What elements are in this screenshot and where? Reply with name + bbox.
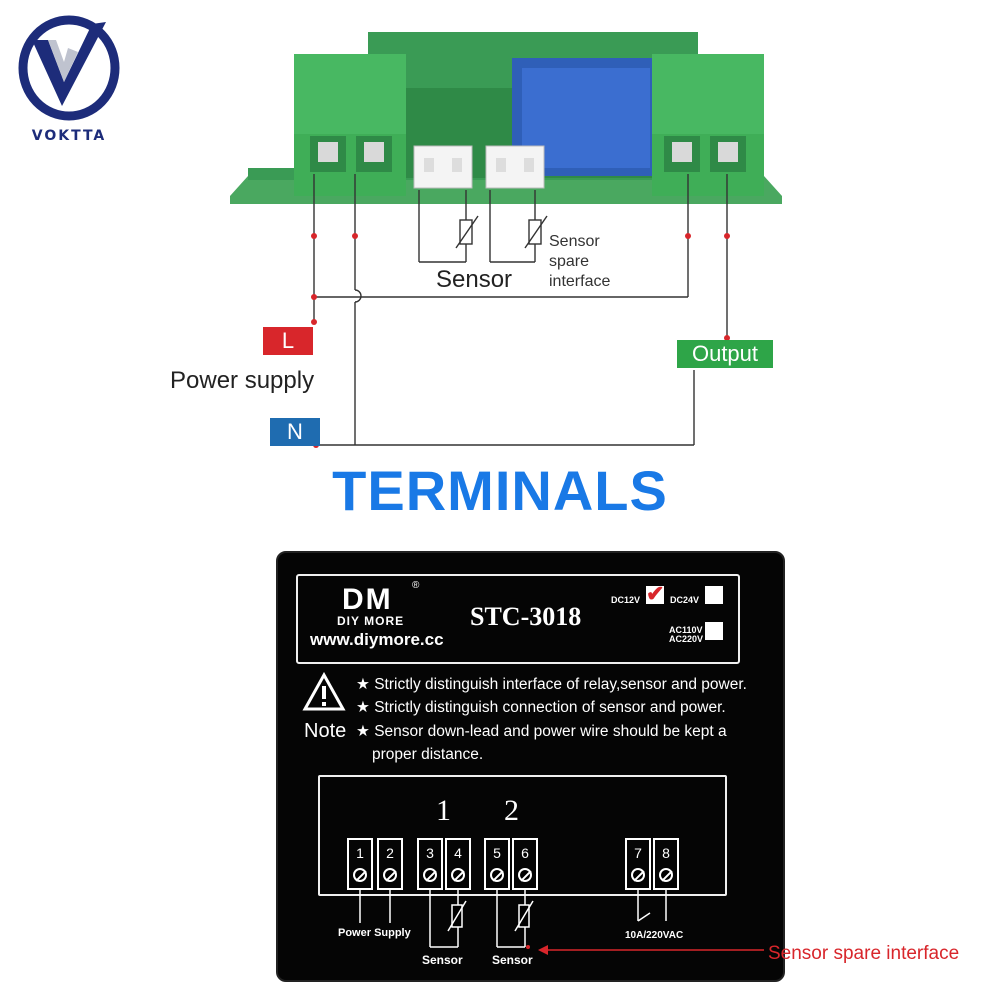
spare-line-1: Sensor [549, 233, 600, 250]
stc-3018-panel [276, 551, 785, 982]
wiring-diagram [311, 174, 730, 448]
terminal-number-7: 7 [634, 845, 642, 861]
power-supply-label: Power supply [170, 367, 315, 394]
note-line-4: proper distance. [372, 746, 484, 763]
sensor-group-2-number: 2 [504, 794, 519, 827]
terminal-1 [347, 838, 373, 890]
screw-icon [353, 868, 367, 882]
brand-name: VOKTTA [31, 128, 107, 144]
page-title: TERMINALS [332, 459, 668, 522]
voltage-dc12v: DC12V [611, 595, 641, 605]
relay-rating-label: 10A/220VAC [625, 930, 684, 941]
note-line-1: ★ Strictly distinguish interface of rela… [356, 676, 747, 693]
website-text: www.diymore.cc [310, 630, 444, 649]
panel-header-box [296, 574, 740, 664]
neutral-label: N [270, 418, 320, 446]
checkbox-dc12v [646, 586, 664, 604]
sensor-group-1-number: 1 [436, 794, 451, 827]
voltage-ac110v: AC110V [669, 625, 703, 635]
warning-icon [302, 672, 346, 711]
terminal-number-8: 8 [662, 845, 670, 861]
voltage-ac220v: AC220V [669, 634, 704, 644]
screw-icon [659, 868, 673, 882]
diymore-logo-sub: DIY MORE [337, 614, 405, 628]
terminal-number-5: 5 [493, 845, 501, 861]
screw-icon [631, 868, 645, 882]
live-label: L [263, 327, 313, 355]
power-supply-terminal-label: Power Supply [338, 927, 411, 939]
spare-line-3: interface [549, 273, 611, 290]
terminal-number-4: 4 [454, 845, 462, 861]
spare-line-2: spare [549, 253, 590, 270]
terminal-7 [625, 838, 651, 890]
screw-icon [423, 868, 437, 882]
terminal-layout-box [318, 775, 727, 896]
voktta-logo [18, 15, 120, 121]
caption-arrow-icon [538, 945, 764, 955]
checkbox-dc24v [705, 586, 723, 604]
model-number: STC-3018 [470, 602, 582, 631]
note-label: Note [304, 720, 347, 742]
note-line-2: ★ Strictly distinguish connection of sen… [356, 699, 726, 716]
sensor-spare-interface-caption: Sensor spare interface [768, 943, 960, 964]
screw-icon [451, 868, 465, 882]
sensor-label: Sensor [436, 266, 513, 293]
checkbox-ac [705, 622, 723, 640]
screw-icon [383, 868, 397, 882]
terminal-number-6: 6 [521, 845, 529, 861]
registered-mark: ® [412, 580, 420, 591]
terminal-number-1: 1 [356, 845, 364, 861]
sensor-spare-interface-label: Sensor spare interface [549, 232, 659, 292]
check-mark-icon: ✔ [646, 581, 665, 606]
terminal-6 [512, 838, 538, 890]
screw-icon [490, 868, 504, 882]
note-line-3: ★ Sensor down-lead and power wire should… [356, 723, 727, 740]
terminal-2 [377, 838, 403, 890]
terminal-number-2: 2 [386, 845, 394, 861]
pcb-board-illustration [230, 32, 782, 204]
terminal-8 [653, 838, 679, 890]
terminal-5 [484, 838, 510, 890]
panel-wiring [359, 890, 667, 949]
terminal-3 [417, 838, 443, 890]
sensor-1-terminal-label: Sensor [422, 953, 463, 967]
diymore-logo: DM [342, 583, 393, 616]
terminal-number-3: 3 [426, 845, 434, 861]
screw-icon [518, 868, 532, 882]
voltage-dc24v: DC24V [670, 595, 700, 605]
output-label: Output [677, 340, 773, 368]
terminal-4 [445, 838, 471, 890]
sensor-2-terminal-label: Sensor [492, 953, 533, 967]
